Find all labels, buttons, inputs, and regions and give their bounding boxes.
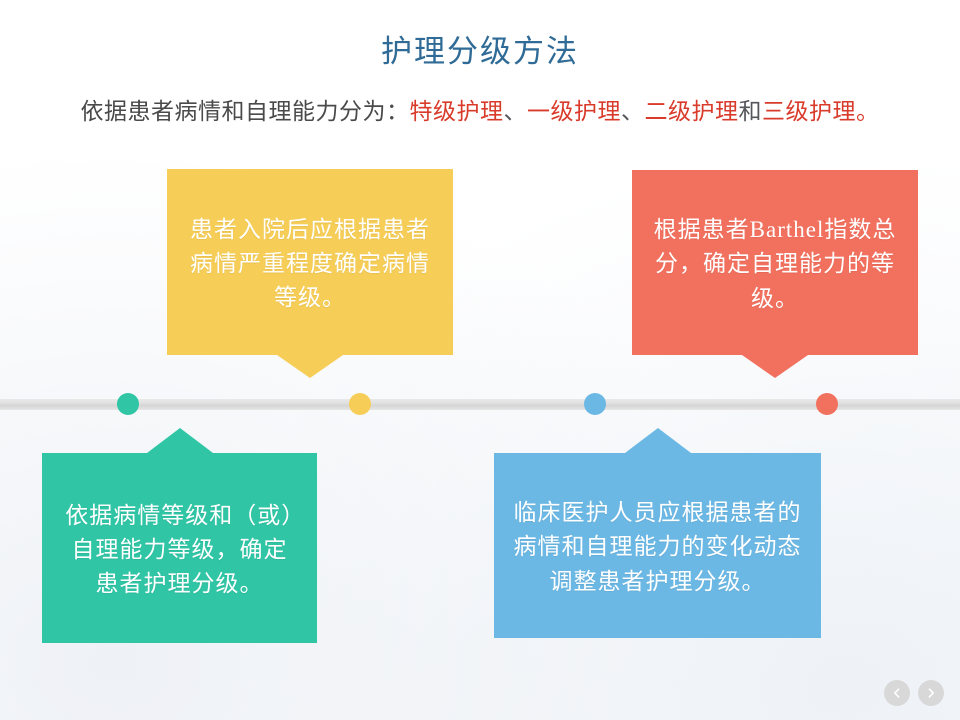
care-level-4: 三级护理	[762, 99, 856, 124]
card-blue-pointer	[624, 428, 691, 453]
care-level-2: 一级护理	[527, 99, 621, 124]
prev-slide-button[interactable]	[884, 680, 910, 706]
chevron-right-icon	[928, 688, 934, 698]
card-green-pointer	[146, 428, 213, 453]
card-step-green: 依据病情等级和（或）自理能力等级，确定患者护理分级。	[42, 428, 317, 643]
timeline-dot-green	[117, 393, 139, 415]
card-blue-text: 临床医护人员应根据患者的病情和自理能力的变化动态调整患者护理分级。	[513, 500, 802, 594]
card-green-text: 依据病情等级和（或）自理能力等级，确定患者护理分级。	[65, 502, 294, 597]
care-level-3: 二级护理	[644, 99, 739, 124]
card-step-yellow: 患者入院后应根据患者病情严重程度确定病情等级。	[167, 169, 453, 378]
next-slide-button[interactable]	[918, 680, 944, 706]
card-red-pointer	[742, 355, 808, 378]
subtitle: 依据患者病情和自理能力分为：特级护理、一级护理、二级护理和三级护理。	[0, 92, 960, 126]
card-yellow-pointer	[277, 355, 343, 378]
page-title: 护理分级方法	[381, 34, 579, 69]
card-red-text: 根据患者Barthel指数总分，确定自理能力的等级。	[653, 217, 897, 311]
chevron-left-icon	[894, 688, 900, 698]
card-yellow-text: 患者入院后应根据患者病情严重程度确定病情等级。	[190, 216, 430, 311]
slide-navigation	[884, 680, 944, 706]
timeline-dot-blue	[584, 393, 606, 415]
subtitle-separator-3: 和	[738, 99, 762, 124]
timeline-track	[0, 399, 960, 410]
subtitle-separator-2: 、	[621, 99, 645, 124]
card-step-blue: 临床医护人员应根据患者的病情和自理能力的变化动态调整患者护理分级。	[494, 428, 821, 638]
timeline-dot-yellow	[349, 393, 371, 415]
subtitle-separator-1: 、	[503, 99, 527, 124]
subtitle-lead: 依据患者病情和自理能力分为：	[80, 99, 410, 124]
card-step-red: 根据患者Barthel指数总分，确定自理能力的等级。	[632, 170, 918, 378]
timeline-dot-red	[816, 393, 838, 415]
care-level-1: 特级护理	[409, 99, 504, 124]
subtitle-period: 。	[856, 99, 880, 124]
